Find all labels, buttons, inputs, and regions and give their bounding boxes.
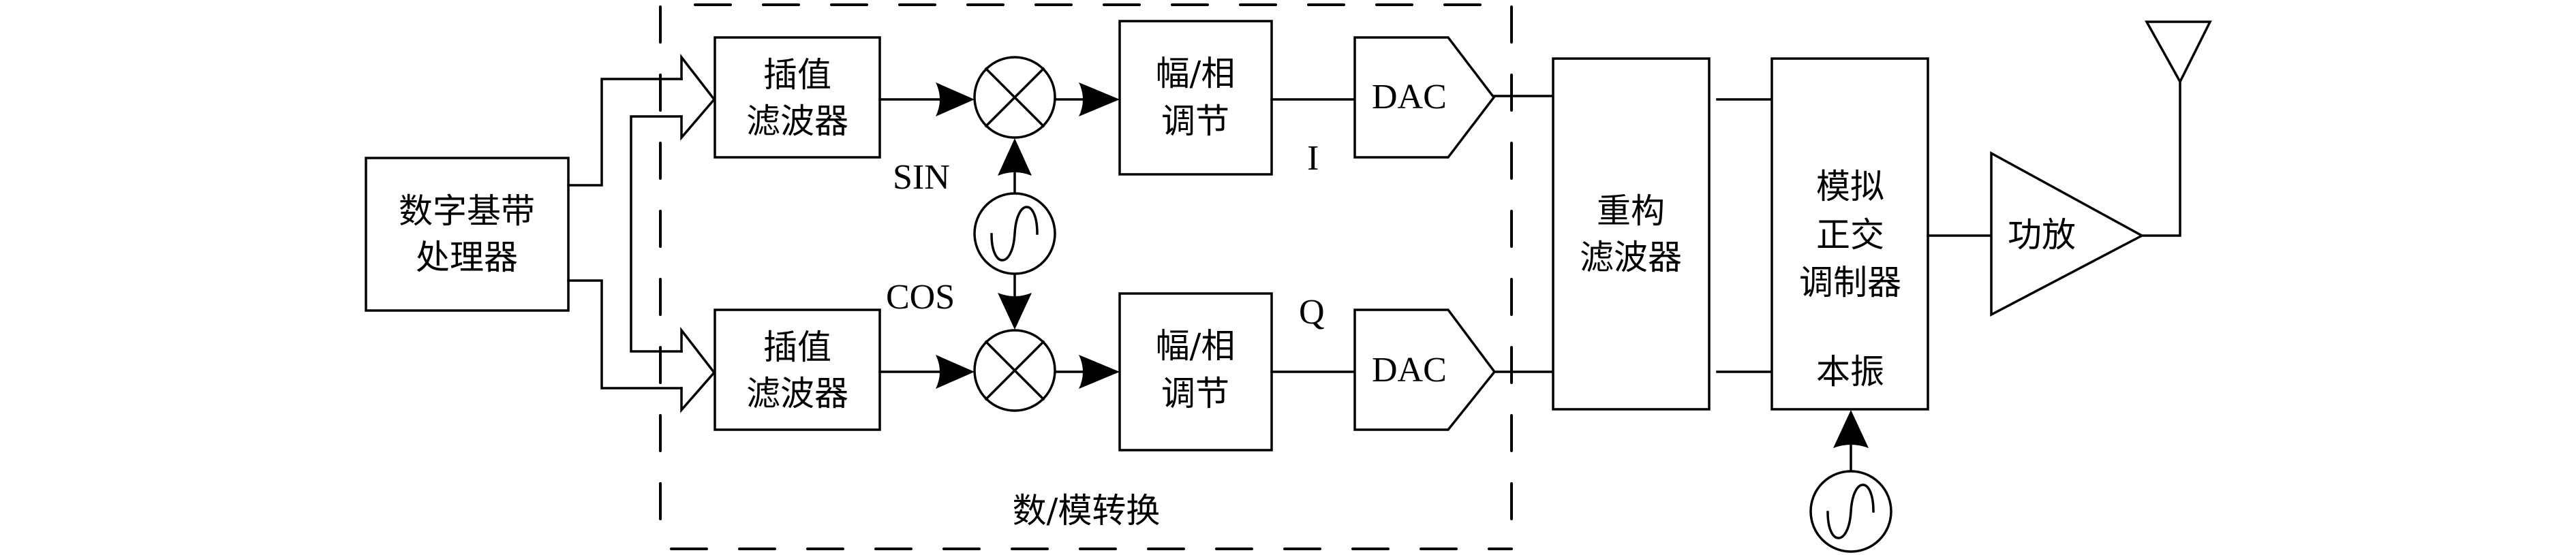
amp-phase-q-line2: 调节 [1161,374,1229,413]
dac-q-label: DAC [1372,351,1447,390]
bus-lower-outer [567,279,683,390]
bus-inner [630,115,683,353]
arrowhead-lo-to-modulator [1833,410,1869,448]
amp-phase-q-line1: 幅/相 [1156,326,1236,366]
i-path-wiring [878,82,1120,116]
interp-filter-q-block: 插值 滤波器 [714,308,881,431]
dac-region: 数/模转换 [659,3,1513,550]
mixer-i [973,56,1056,139]
amp-phase-q-block: 幅/相 调节 [1118,292,1273,451]
amp-phase-i-block: 幅/相 调节 [1118,20,1273,176]
cos-label: COS [886,278,955,317]
dac-i-label: DAC [1372,78,1447,116]
quadrature-modulator-block: 模拟 正交 调制器 本振 [1770,57,1929,411]
dac-i-block: DAC [1353,36,1496,159]
sin-label: SIN [893,158,950,197]
arrowhead-cos-to-mixer [998,293,1032,330]
i-label: I [1307,139,1319,178]
mixer-q [973,329,1056,412]
quadrature-modulator-line3: 调制器 [1799,263,1901,302]
power-amplifier-label: 功放 [2008,215,2076,255]
pa-to-antenna-line [2141,80,2181,237]
arrowhead-sin-to-mixer [998,138,1032,176]
reconstruction-filter-line2: 滤波器 [1580,238,1682,277]
amp-phase-i-line2: 调节 [1161,101,1229,141]
interp-filter-i-line2: 滤波器 [746,101,848,141]
dac-q-block: DAC [1353,308,1497,431]
baseband-processor-line2: 处理器 [416,238,518,277]
q-label: Q [1299,293,1325,332]
baseband-processor-line1: 数字基带 [399,191,535,231]
arrowhead-i-to-mixer [936,82,975,116]
quadrature-modulator-line1: 模拟 [1816,167,1884,206]
bus-wiring [567,53,716,413]
multiplier-icon [973,56,1056,139]
bus-arrow-lower [680,326,716,413]
amp-phase-i-line1: 幅/相 [1156,54,1236,93]
bus-upper-outer [567,78,683,187]
arrowhead-i-to-ampphase [1079,82,1120,116]
oscillator-icon [1809,470,1892,553]
local-oscillator [1809,410,1892,553]
antenna-icon [2145,20,2212,84]
baseband-processor-block: 数字基带 处理器 [365,157,570,312]
nco-oscillator [973,138,1056,330]
power-amplifier-block: 功放 [1990,151,2145,317]
q-path-wiring [878,355,1120,389]
local-oscillator-label: 本振 [1816,352,1884,392]
reconstruction-filter-line1: 重构 [1597,191,1665,231]
interp-filter-q-line1: 插值 [763,328,831,367]
interp-filter-i-block: 插值 滤波器 [714,36,881,159]
interp-filter-i-line1: 插值 [763,55,831,95]
interp-filter-q-line2: 滤波器 [746,374,848,413]
arrowhead-q-to-ampphase [1079,355,1120,389]
bus-arrow-upper [680,53,716,141]
oscillator-icon [973,192,1056,275]
reconstruction-filter-block: 重构 滤波器 [1552,57,1711,411]
arrowhead-q-to-mixer [936,355,975,389]
dac-region-label: 数/模转换 [1013,491,1161,530]
quadrature-modulator-line2: 正交 [1816,215,1884,255]
multiplier-icon [973,329,1056,412]
